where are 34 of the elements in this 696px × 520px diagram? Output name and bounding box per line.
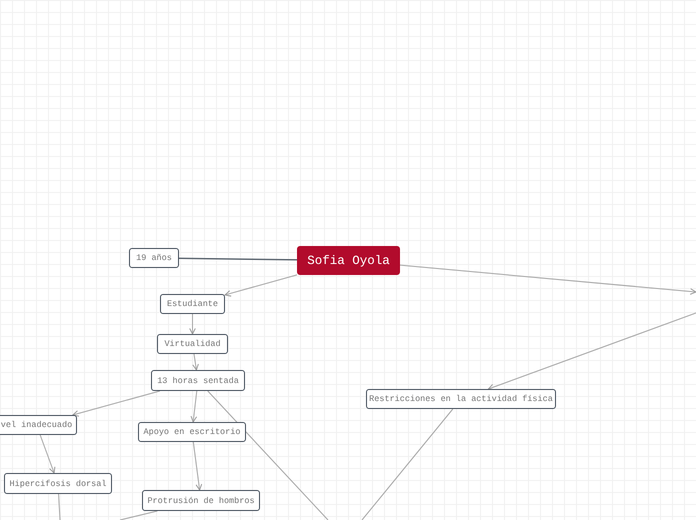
arrow [72,390,160,417]
connector-line [179,258,297,261]
topic-text: Restricciones en la actividad física [369,394,553,404]
arrow [400,264,696,295]
arrow [40,434,56,474]
arrow [224,274,298,297]
topic-text: Estudiante [166,299,218,309]
arrow [189,314,196,334]
topic-box [142,490,260,511]
topic-text: Apoyo en escritorio [144,427,240,437]
connector-line [207,390,328,520]
central-topic-box [297,246,400,275]
topic-box [157,334,228,354]
topic-text: Virtualidad [164,339,221,349]
arrow [488,312,696,390]
topic-box [160,294,225,314]
connector-line [120,510,158,520]
topic-text: vel inadecuado [0,420,72,430]
topic-box [138,422,246,442]
arrow [190,390,198,422]
topic-text: Hipercifosis dorsal [10,478,106,488]
topic-text: Sofia Oyola [307,254,390,268]
topic-box [129,248,179,268]
topic-text: 13 horas sentada [157,376,239,386]
topic-text: Protrusión de hombros [147,496,255,506]
connector-line [58,494,60,520]
topic-box [366,389,556,409]
arrow [192,354,199,370]
connector-line [362,408,454,520]
topic-box [151,370,245,391]
topic-box [0,415,77,435]
topic-box [4,473,112,494]
topic-text: 19 años [136,253,172,263]
arrow [192,442,202,490]
